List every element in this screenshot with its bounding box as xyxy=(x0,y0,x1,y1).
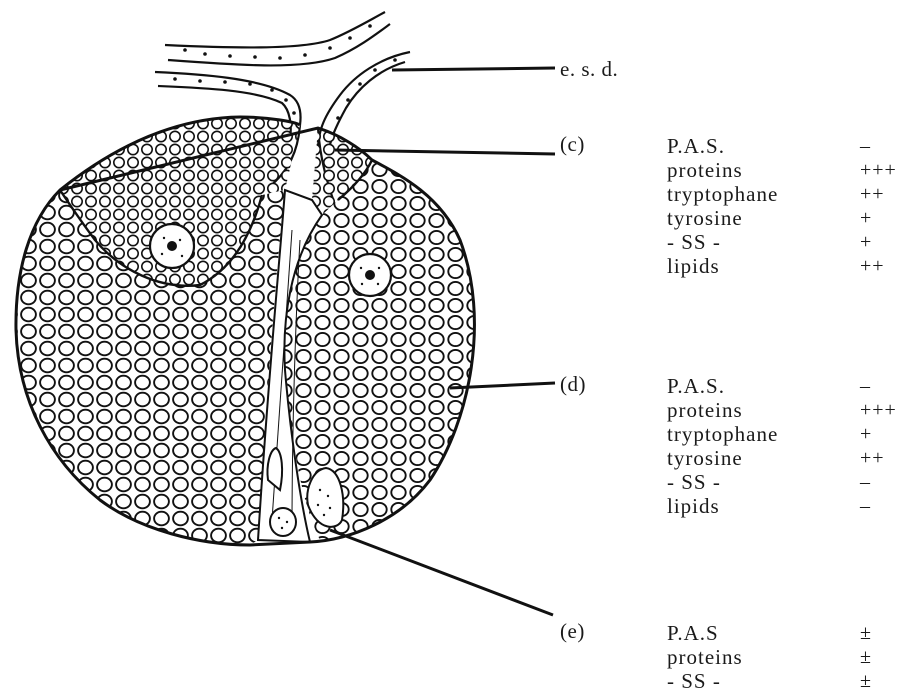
label-c: (c) xyxy=(560,133,585,155)
label-d: (d) xyxy=(560,373,586,395)
label-esd: e. s. d. xyxy=(560,58,618,80)
label-e: (e) xyxy=(560,620,585,642)
